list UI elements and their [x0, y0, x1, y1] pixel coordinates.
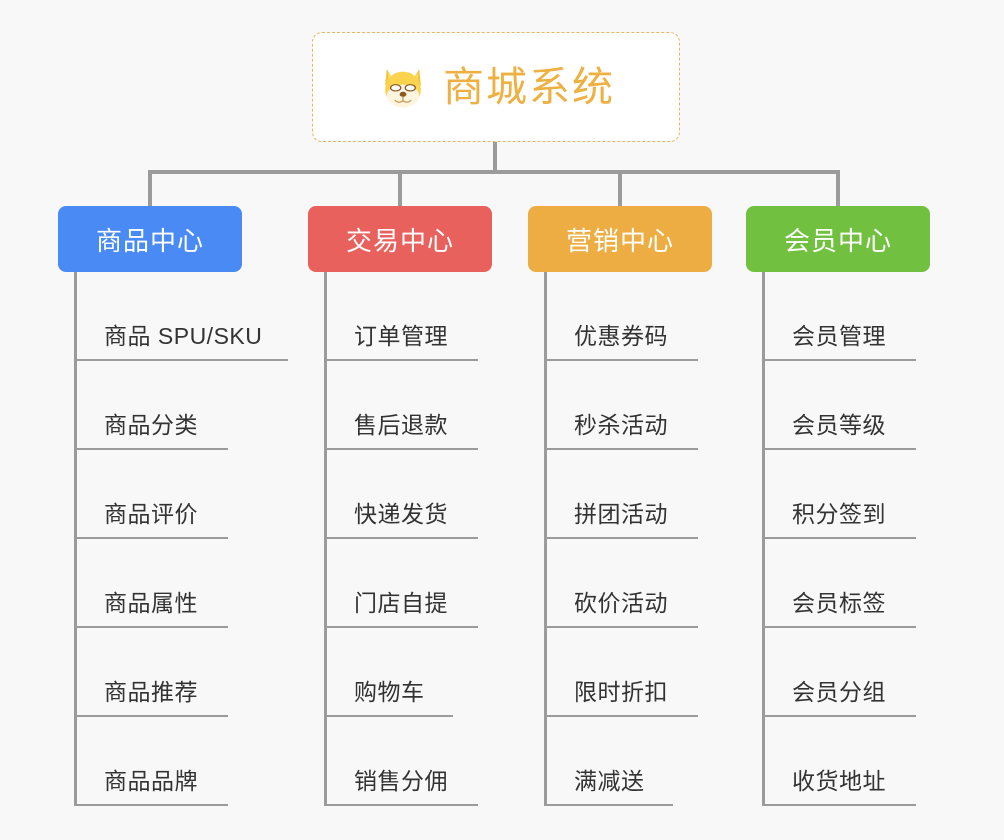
leaf-label: 商品推荐 — [104, 679, 198, 705]
leaf-item[interactable]: 会员分组 — [762, 628, 916, 717]
leaf-underline — [545, 804, 673, 806]
leaf-underline — [75, 626, 228, 628]
leaf-label: 会员管理 — [792, 323, 886, 349]
category-label: 商品中心 — [95, 225, 204, 256]
leaf-label: 秒杀活动 — [574, 412, 668, 438]
leaf-label: 积分签到 — [792, 501, 886, 527]
dog-face-icon — [385, 69, 421, 110]
connector-bus — [148, 170, 840, 174]
leaf-underline — [325, 448, 478, 450]
category-box-1[interactable]: 商品中心 — [58, 206, 242, 272]
leaf-underline — [75, 715, 228, 717]
leaf-label: 商品属性 — [104, 590, 198, 616]
connector-root-stem — [493, 142, 497, 172]
category-label: 交易中心 — [345, 225, 454, 256]
leaf-item[interactable]: 商品品牌 — [74, 717, 228, 806]
leaf-item[interactable]: 满减送 — [544, 717, 673, 806]
leaf-label: 拼团活动 — [574, 501, 668, 527]
category-label: 营销中心 — [565, 225, 674, 256]
leaf-underline — [545, 626, 698, 628]
branch-trunk — [74, 272, 77, 806]
branch-trunk — [762, 272, 765, 806]
leaf-underline — [763, 626, 916, 628]
leaf-label: 售后退款 — [354, 412, 448, 438]
category-label: 会员中心 — [783, 225, 892, 256]
leaf-underline — [763, 804, 916, 806]
leaf-underline — [763, 448, 916, 450]
leaf-item[interactable]: 拼团活动 — [544, 450, 698, 539]
leaf-item[interactable]: 会员管理 — [762, 272, 916, 361]
leaf-item[interactable]: 商品 SPU/SKU — [74, 272, 288, 361]
leaf-label: 优惠券码 — [574, 323, 668, 349]
root-title: 商城系统 — [443, 63, 615, 110]
leaf-item[interactable]: 商品推荐 — [74, 628, 228, 717]
leaf-item[interactable]: 门店自提 — [324, 539, 478, 628]
leaf-underline — [75, 448, 228, 450]
leaf-item[interactable]: 销售分佣 — [324, 717, 478, 806]
leaf-label: 商品品牌 — [104, 768, 198, 794]
leaf-underline — [763, 537, 916, 539]
leaf-label: 销售分佣 — [354, 768, 448, 794]
leaf-item[interactable]: 积分签到 — [762, 450, 916, 539]
leaf-label: 会员等级 — [792, 412, 886, 438]
leaf-label: 商品评价 — [104, 501, 198, 527]
leaf-item[interactable]: 砍价活动 — [544, 539, 698, 628]
leaf-label: 会员标签 — [792, 590, 886, 616]
leaf-underline — [75, 804, 228, 806]
leaf-label: 满减送 — [574, 768, 645, 794]
leaf-item[interactable]: 会员等级 — [762, 361, 916, 450]
root-node[interactable]: 商城系统 — [312, 32, 680, 142]
leaf-underline — [545, 537, 698, 539]
leaf-item[interactable]: 会员标签 — [762, 539, 916, 628]
leaf-label: 订单管理 — [354, 323, 448, 349]
leaf-underline — [545, 448, 698, 450]
connector-drop-1 — [148, 170, 152, 208]
leaf-underline — [545, 715, 698, 717]
leaf-label: 收货地址 — [792, 768, 886, 794]
leaf-underline — [763, 359, 916, 361]
leaf-label: 快递发货 — [354, 501, 448, 527]
leaf-label: 门店自提 — [354, 590, 448, 616]
leaf-label: 限时折扣 — [574, 679, 668, 705]
category-box-3[interactable]: 营销中心 — [528, 206, 712, 272]
category-box-4[interactable]: 会员中心 — [746, 206, 930, 272]
leaf-underline — [75, 359, 288, 361]
leaf-item[interactable]: 快递发货 — [324, 450, 478, 539]
leaf-item[interactable]: 优惠券码 — [544, 272, 698, 361]
leaf-item[interactable]: 商品分类 — [74, 361, 228, 450]
leaf-item[interactable]: 收货地址 — [762, 717, 916, 806]
leaf-item[interactable]: 商品评价 — [74, 450, 228, 539]
leaf-item[interactable]: 限时折扣 — [544, 628, 698, 717]
leaf-underline — [325, 359, 478, 361]
leaf-item[interactable]: 购物车 — [324, 628, 453, 717]
leaf-underline — [325, 804, 478, 806]
branch-trunk — [324, 272, 327, 806]
leaf-label: 商品分类 — [104, 412, 198, 438]
leaf-underline — [325, 715, 453, 717]
category-box-2[interactable]: 交易中心 — [308, 206, 492, 272]
connector-drop-2 — [398, 170, 402, 208]
branch-trunk — [544, 272, 547, 806]
leaf-item[interactable]: 售后退款 — [324, 361, 478, 450]
connector-drop-4 — [836, 170, 840, 208]
leaf-label: 购物车 — [354, 679, 425, 705]
leaf-underline — [75, 537, 228, 539]
leaf-item[interactable]: 订单管理 — [324, 272, 478, 361]
leaf-item[interactable]: 商品属性 — [74, 539, 228, 628]
leaf-underline — [325, 537, 478, 539]
connector-drop-3 — [618, 170, 622, 208]
leaf-label: 商品 SPU/SKU — [104, 323, 263, 349]
leaf-label: 砍价活动 — [574, 590, 668, 616]
leaf-underline — [325, 626, 478, 628]
leaf-underline — [763, 715, 916, 717]
leaf-item[interactable]: 秒杀活动 — [544, 361, 698, 450]
leaf-label: 会员分组 — [792, 679, 886, 705]
leaf-underline — [545, 359, 698, 361]
